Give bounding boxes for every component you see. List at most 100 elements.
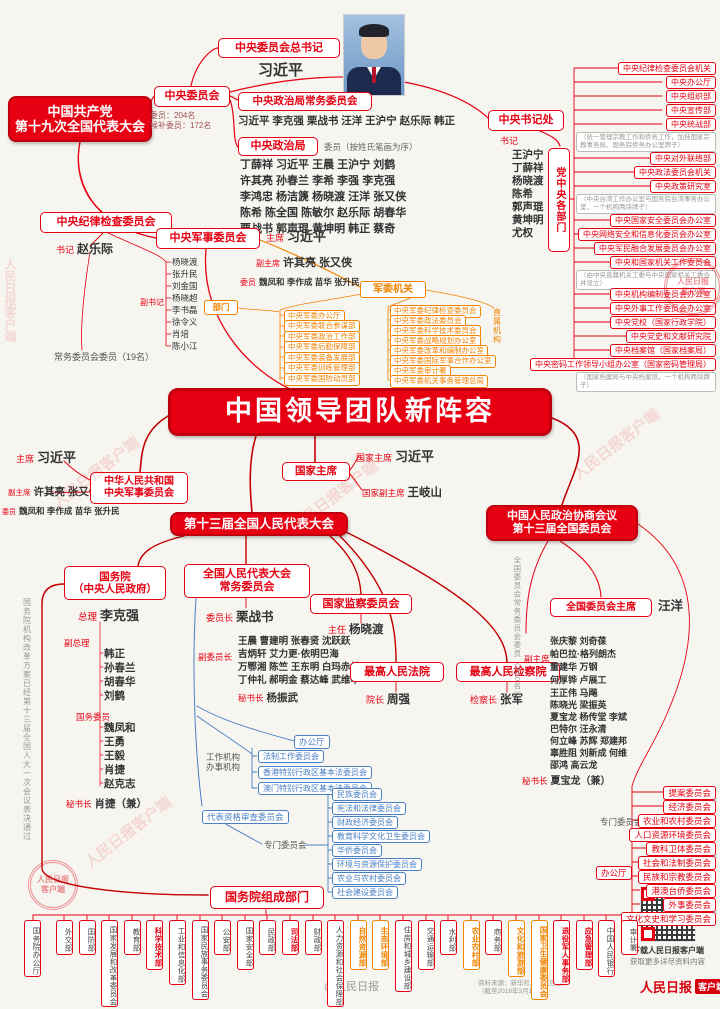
edge-20 [551,417,581,506]
cppcc-secretary-general: 秘书长夏宝龙（兼） [522,776,611,788]
npc-committee-8: 社会建设委员会 [332,886,398,900]
spc-box: 最高人民法院 [350,662,444,682]
cppcc-committee-5: 教科卫体委员会 [646,842,716,857]
edge-1 [77,141,103,213]
cppcc-committee-4: 人口资源环境委员会 [629,828,716,843]
vice-president-text-label: 国家副主席 [362,488,405,498]
app-logo-tag: 客户端 [695,979,720,994]
ministry-gov-office: 国务院办公厅 [24,920,41,977]
central-committee-box: 中央委员会 [154,86,230,107]
cppcc-committee-6: 社会和法制委员会 [637,856,716,871]
edge-39 [32,908,631,921]
mil-right-8: 中央军委机关事务管理总局 [390,375,488,388]
qr-finder-icon [641,927,655,941]
ccdi-box: 中央纪律检查委员会 [40,212,172,233]
ministry-6: 工业和信息化部 [169,920,186,985]
state-cmc-chairman: 主席习近平 [16,450,76,465]
psc-members: 习近平 李克强 栗战书 汪洋 王沪宁 赵乐际 韩正 [238,115,456,127]
npcsc-box: 全国人民代表大会 常务委员会 [184,564,310,598]
cppcc-chairman-name: 汪洋 [658,599,684,613]
edge-9 [89,231,105,247]
party-dept-18: 中央密码工作领导小组办公室（国家密码管理局） [530,358,716,372]
cmc-members-value: 魏凤和 李作成 苗华 张升民 [259,277,360,287]
edge-38 [99,621,104,787]
ccdi-deputy-4: 杨晓超 [172,293,198,303]
edge-17 [204,248,291,390]
edge-25 [137,535,185,567]
edge-5 [229,99,239,148]
spc-president-label: 院长 [366,695,385,705]
ministry-23: 退役军人事务部 [553,920,570,985]
sc-secretary-general: 秘书长肖捷（兼） [66,798,147,810]
ministry-1: 外交部 [56,920,73,955]
ministry-26: 审计署 [621,920,638,955]
party-dept-9: 中央国家安全委员会办公室 [610,214,716,228]
cc-alternates-note: 候补委员：172名 [150,121,212,130]
cppcc-vice-row-9: 何立峰 苏辉 郑建邦 [550,736,628,746]
edge-11 [81,251,91,351]
npc-banner: 第十三届全国人民代表大会 [170,512,348,536]
edge-26 [41,583,209,896]
cppcc-vice-row-5: 王正伟 马飚 [550,688,598,698]
ministry-24: 应急管理部 [576,920,593,970]
party-dept-2: 中央办公厅 [666,76,716,90]
party-dept-14: 中央外事工作委员会办公室 [610,302,716,316]
sc-premier: 总理李克强 [78,608,139,623]
sc-councilor-2: 王勇 [104,736,125,748]
npcsc-secretary-general: 秘书长杨振武 [238,692,298,704]
party-dept-4: 中央宣传部 [666,104,716,118]
qr-caption-more: 获取更多详尽资料内容 [630,957,705,966]
npcsc-chairman: 委员长栗战书 [206,610,274,625]
ministry-10: 民政部 [259,920,276,955]
ccdi-secretary-label: 书记 [56,245,75,255]
sc-premier-value: 李克强 [100,608,140,623]
cppcc-chairman-box: 全国委员会主席 [550,598,652,617]
mil-organs-box: 军委机关 [360,281,426,298]
sc-premier-label: 总理 [78,612,98,623]
party-dept-3: 中央组织部 [666,90,716,104]
edge-22 [63,460,91,481]
npcsc-secretary-general-value: 杨振武 [266,692,299,704]
secretariat-member-5: 郭声琨 [512,201,544,213]
ccdi-standing-note: 常务委员会委员（19名） [54,352,155,362]
vice-president-text-value: 王岐山 [407,487,443,499]
cmc-members-label: 委员 [240,278,256,287]
app-logo: 人民日报 客户端 [640,977,720,996]
ministry-17: 交通运输部 [418,920,435,970]
secretariat-member-7: 尤权 [512,227,533,239]
sc-vice-premier-1: 韩正 [104,648,125,660]
npcsc-vice-row-1: 王晨 曹建明 张春贤 沈跃跃 [238,636,351,647]
npc-credentials-committee: 代表资格审查委员会 [202,810,289,825]
state-cmc-vice-label: 副主席 [8,488,31,497]
secretariat-member-4: 陈希 [512,188,533,200]
party-dept-17: 中央档案馆（国家档案局） [610,344,716,358]
state-cmc-chairman-value: 习近平 [37,450,77,465]
spp-procurator-general: 检察长张军 [470,694,523,708]
ministry-25: 中国人民银行 [598,920,615,977]
spp-box: 最高人民检察院 [456,662,560,682]
cmc-vice-chairmen-value: 许其亮 张又侠 [283,257,353,269]
ministry-21: 文化和旅游部 [508,920,525,977]
npcsc-vice-row-3: 万鄂湘 陈竺 王东明 白玛赤林 [238,662,360,673]
party-dept-note-1: （统一管理宗教工作和侨务工作，加挂国家宗教事务局、国务院侨务办公室牌子） [576,132,716,153]
edge-40 [193,597,203,807]
sc-councilor-5: 赵克志 [104,778,136,790]
source-note: 资料来源：新华社、人民日报 （截至2018年3月19日） [478,980,563,995]
congress-box: 中国共产党 第十九次全国代表大会 [8,96,152,142]
state-cmc-members-value: 魏凤和 李作成 苗华 张升民 [19,506,120,516]
cppcc-secretary-general-label: 秘书长 [522,776,548,786]
mil-left-7: 中央军委国防动员部 [284,373,360,386]
npc-committee-7: 农业与农村委员会 [332,872,406,886]
cppcc-committee-1: 提案委员会 [663,786,716,801]
cppcc-general-office: 办公厅 [596,866,632,881]
edge-15 [387,297,411,381]
cmc-chairman-value: 习近平 [287,229,327,244]
cmc-chairman: 主席习近平 [266,229,326,244]
secretariat-member-6: 黄坤明 [512,214,544,226]
sc-vice-premier-3: 胡春华 [104,676,136,688]
edge-7 [539,130,561,147]
nsc-director-label: 主任 [328,625,347,635]
edge-19 [249,435,257,513]
npcsc-secretary-general-label: 秘书长 [238,693,264,703]
ministry-16: 住房和城乡建设部 [395,920,412,992]
